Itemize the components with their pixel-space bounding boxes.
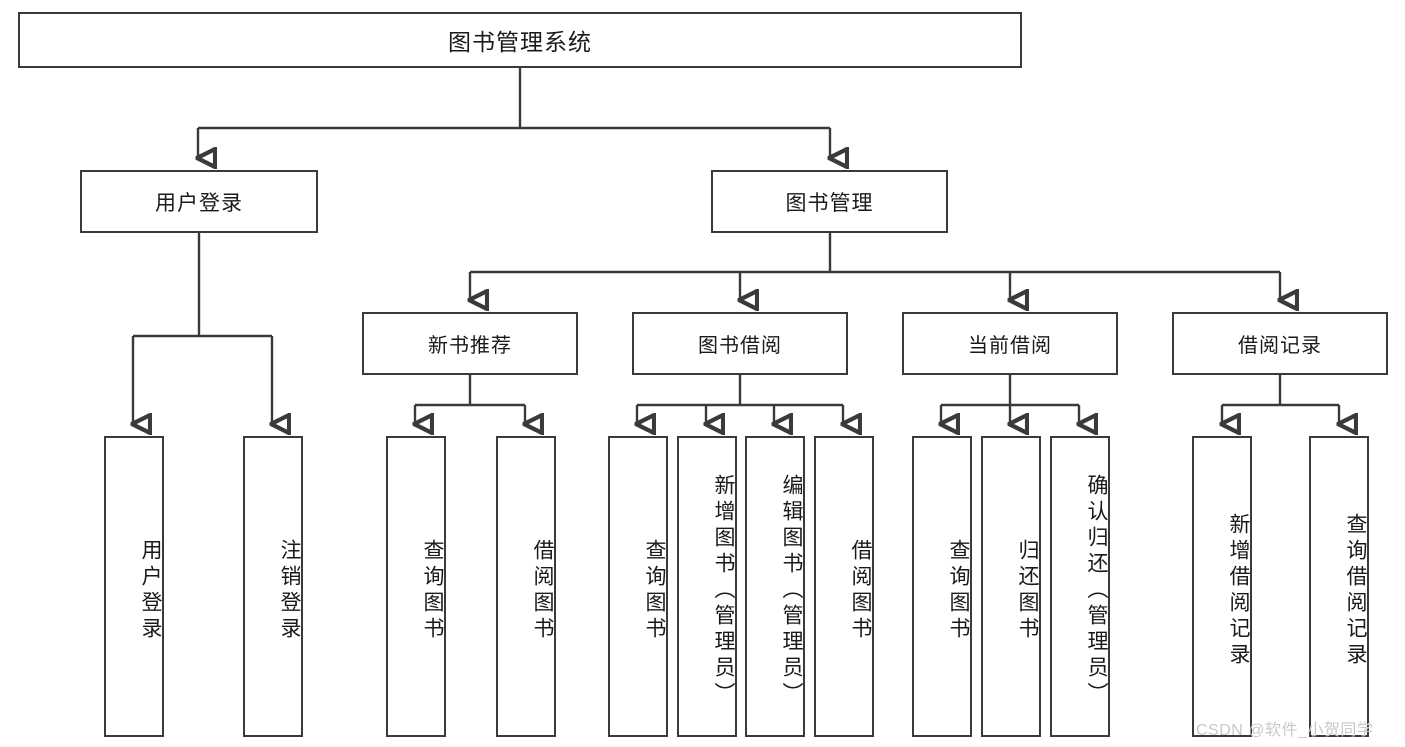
node-label: 用户登录	[155, 191, 243, 215]
leaf-user-login-logout[interactable]: 注销登录	[243, 436, 303, 737]
node-label: 确认归还（管理员）	[1085, 473, 1108, 708]
node-book-borrow[interactable]: 图书借阅	[632, 312, 848, 375]
node-new-book-recommend[interactable]: 新书推荐	[362, 312, 578, 375]
leaf-current-borrow-confirm-return-admin[interactable]: 确认归还（管理员）	[1050, 436, 1110, 737]
node-label: 查询图书	[947, 538, 970, 643]
node-label: 图书管理系统	[448, 29, 592, 55]
node-label: 新书推荐	[428, 335, 512, 357]
node-label: 编辑图书（管理员）	[780, 473, 803, 708]
node-label: 用户登录	[139, 538, 162, 643]
node-label: 查询图书	[643, 538, 666, 643]
node-label: 注销登录	[278, 538, 301, 643]
node-label: 新增图书（管理员）	[712, 473, 735, 708]
node-book-management[interactable]: 图书管理	[711, 170, 948, 233]
node-label: 借阅图书	[849, 538, 872, 643]
node-label: 图书管理	[785, 191, 874, 215]
leaf-borrow-record-add-record[interactable]: 新增借阅记录	[1192, 436, 1252, 737]
node-label: 查询借阅记录	[1344, 512, 1367, 669]
leaf-current-borrow-query-book[interactable]: 查询图书	[912, 436, 972, 737]
leaf-new-book-borrow-book[interactable]: 借阅图书	[496, 436, 556, 737]
leaf-book-borrow-borrow-book[interactable]: 借阅图书	[814, 436, 874, 737]
node-label: 借阅记录	[1238, 335, 1322, 357]
leaf-current-borrow-return-book[interactable]: 归还图书	[981, 436, 1041, 737]
node-borrow-record[interactable]: 借阅记录	[1172, 312, 1388, 375]
node-label: 借阅图书	[531, 538, 554, 643]
node-label: 查询图书	[421, 538, 444, 643]
leaf-book-borrow-edit-book-admin[interactable]: 编辑图书（管理员）	[745, 436, 805, 737]
node-label: 图书借阅	[698, 335, 782, 357]
leaf-new-book-query-book[interactable]: 查询图书	[386, 436, 446, 737]
node-user-login[interactable]: 用户登录	[80, 170, 318, 233]
leaf-book-borrow-add-book-admin[interactable]: 新增图书（管理员）	[677, 436, 737, 737]
node-current-borrow[interactable]: 当前借阅	[902, 312, 1118, 375]
node-label: 当前借阅	[968, 335, 1052, 357]
leaf-borrow-record-query-record[interactable]: 查询借阅记录	[1309, 436, 1369, 737]
leaf-user-login-login[interactable]: 用户登录	[104, 436, 164, 737]
node-label: 归还图书	[1016, 538, 1039, 643]
node-label: 新增借阅记录	[1227, 512, 1250, 669]
node-root-book-management-system[interactable]: 图书管理系统	[18, 12, 1022, 68]
leaf-book-borrow-query-book[interactable]: 查询图书	[608, 436, 668, 737]
